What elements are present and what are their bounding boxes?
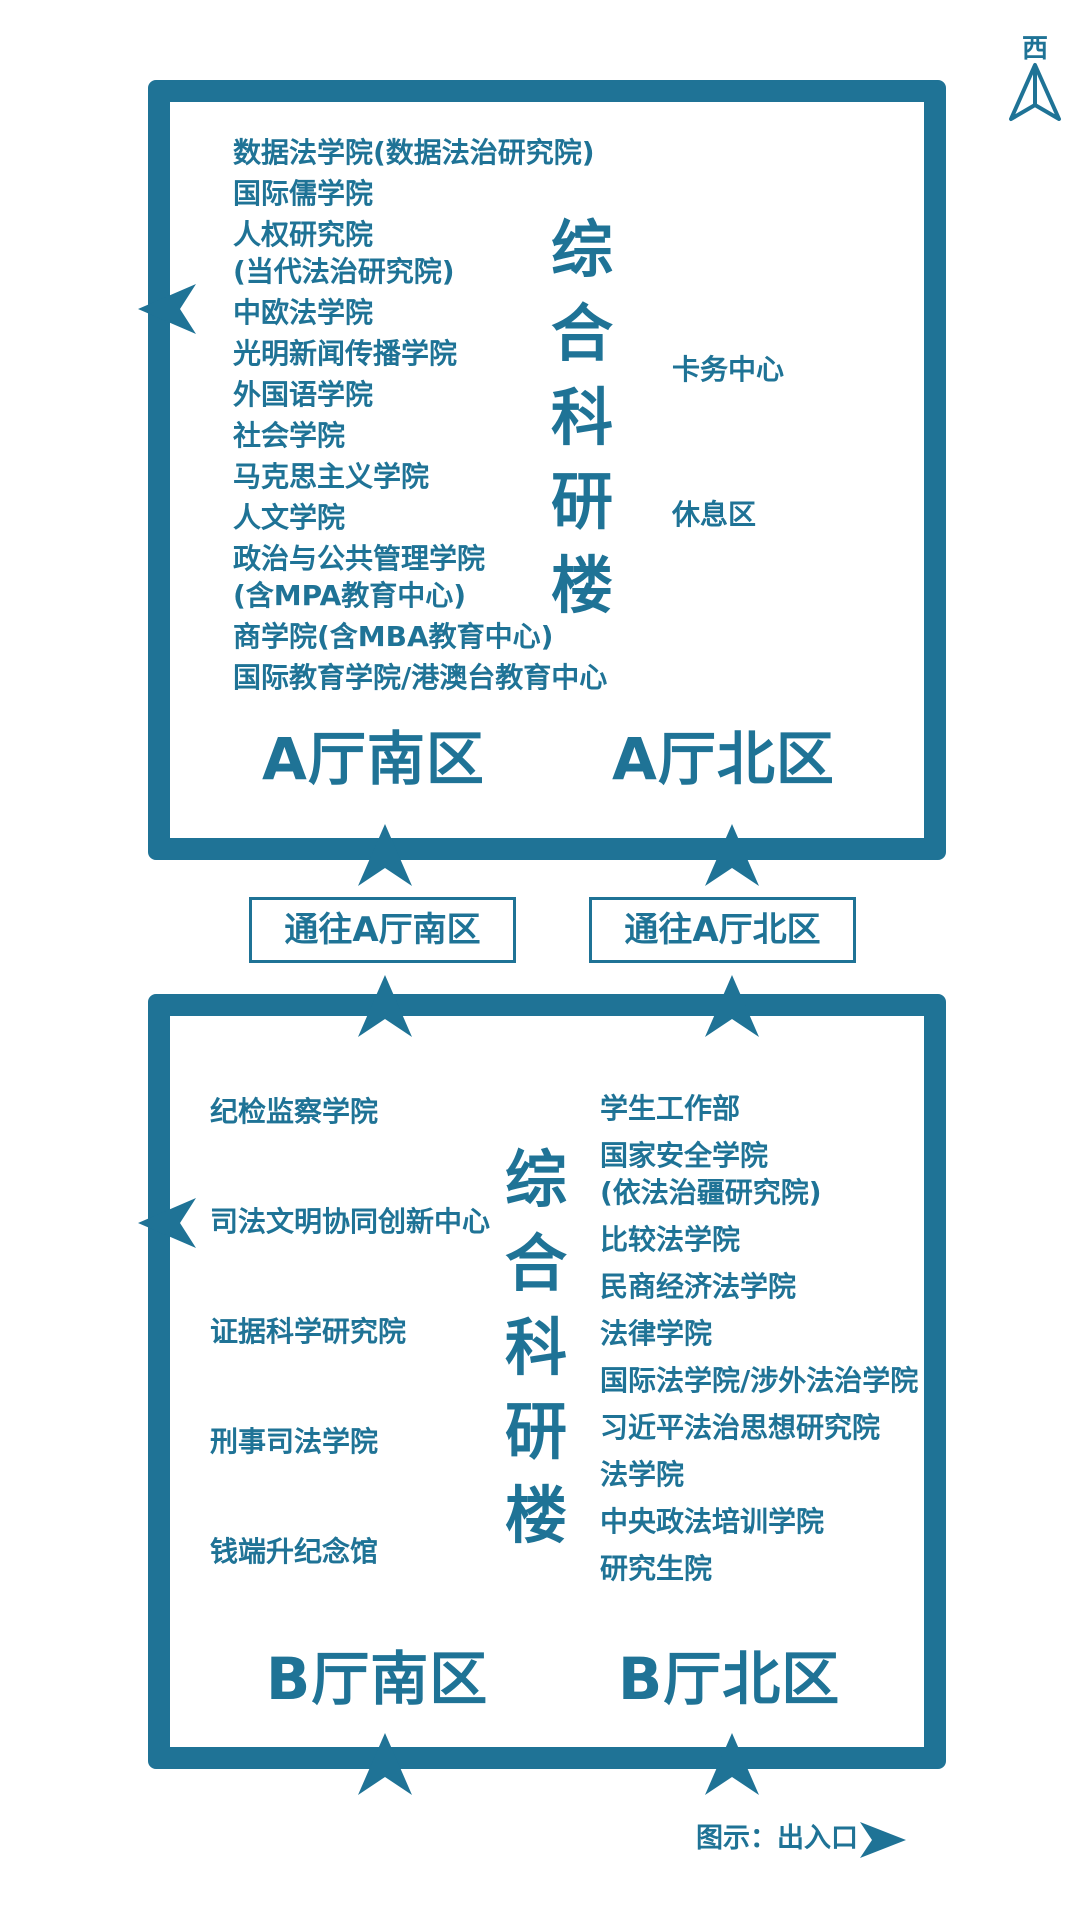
- unit-label: 刑事司法学院: [210, 1425, 379, 1458]
- compass-label: 西: [1021, 34, 1048, 64]
- hall-a-south-label: A厅南区: [262, 725, 485, 793]
- list-item: 外国语学院: [233, 378, 374, 411]
- list-item: 马克思主义学院: [233, 460, 430, 493]
- list-item: 民商经济法学院: [600, 1270, 797, 1303]
- route-to-a-south: 通往A厅南区: [249, 897, 516, 963]
- list-item: 人权研究院 (当代法治研究院): [233, 218, 455, 288]
- entrance-arrow-legend-icon: [860, 1822, 906, 1858]
- list-item: 研究生院: [600, 1552, 713, 1585]
- list-item: 商学院(含MBA教育中心): [233, 620, 554, 653]
- list-item: 国际法学院/涉外法治学院: [600, 1364, 919, 1397]
- entrance-arrow-icon: [705, 824, 759, 886]
- list-item: 数据法学院(数据法治研究院): [233, 136, 595, 169]
- list-item: 习近平法治思想研究院: [600, 1411, 881, 1444]
- entrance-arrow-icon: [705, 975, 759, 1037]
- hall-a-north-label: A厅北区: [612, 725, 835, 793]
- list-item: 政治与公共管理学院 (含MPA教育中心): [233, 542, 486, 612]
- compass-arrow-icon: [1009, 63, 1061, 121]
- building-b-title: 综合科研楼: [504, 1143, 567, 1552]
- rest-area-label: 休息区: [672, 498, 757, 531]
- list-item: 法律学院: [600, 1317, 713, 1350]
- list-item: 学生工作部: [600, 1092, 741, 1125]
- unit-label: 纪检监察学院: [210, 1095, 379, 1128]
- building-a-frame: [148, 80, 946, 860]
- list-item: 国家安全学院 (依法治疆研究院): [600, 1139, 822, 1209]
- hall-b-south-label: B厅南区: [266, 1645, 489, 1713]
- list-item: 法学院: [600, 1458, 685, 1491]
- unit-label: 司法文明协同创新中心: [210, 1205, 491, 1238]
- legend-label: 图示：出入口: [696, 1823, 858, 1854]
- list-item: 比较法学院: [600, 1223, 741, 1256]
- building-a-title: 综合科研楼: [550, 213, 613, 622]
- entrance-arrow-icon: [138, 1198, 196, 1248]
- list-item: 人文学院: [233, 501, 346, 534]
- list-item: 国际儒学院: [233, 177, 374, 210]
- unit-label: 证据科学研究院: [210, 1315, 407, 1348]
- list-item: 国际教育学院/港澳台教育中心: [233, 661, 608, 694]
- list-item: 光明新闻传播学院: [233, 337, 458, 370]
- entrance-arrow-icon: [358, 824, 412, 886]
- list-item: 社会学院: [233, 419, 346, 452]
- building-b-north-unit-list: 学生工作部 国家安全学院 (依法治疆研究院) 比较法学院 民商经济法学院 法律学…: [600, 1090, 918, 1587]
- list-item: 中欧法学院: [233, 296, 374, 329]
- unit-label: 钱端升纪念馆: [210, 1535, 379, 1568]
- route-to-a-north: 通往A厅北区: [589, 897, 856, 963]
- entrance-arrow-icon: [705, 1733, 759, 1795]
- entrance-arrow-icon: [358, 1733, 412, 1795]
- compass: 西: [1005, 28, 1065, 123]
- building-a-unit-list: 数据法学院(数据法治研究院) 国际儒学院 人权研究院 (当代法治研究院) 中欧法…: [233, 134, 607, 696]
- list-item: 中央政法培训学院: [600, 1505, 825, 1538]
- hall-b-north-label: B厅北区: [618, 1645, 841, 1713]
- entrance-arrow-icon: [358, 975, 412, 1037]
- entrance-arrow-icon: [138, 284, 196, 334]
- card-center-label: 卡务中心: [672, 353, 785, 386]
